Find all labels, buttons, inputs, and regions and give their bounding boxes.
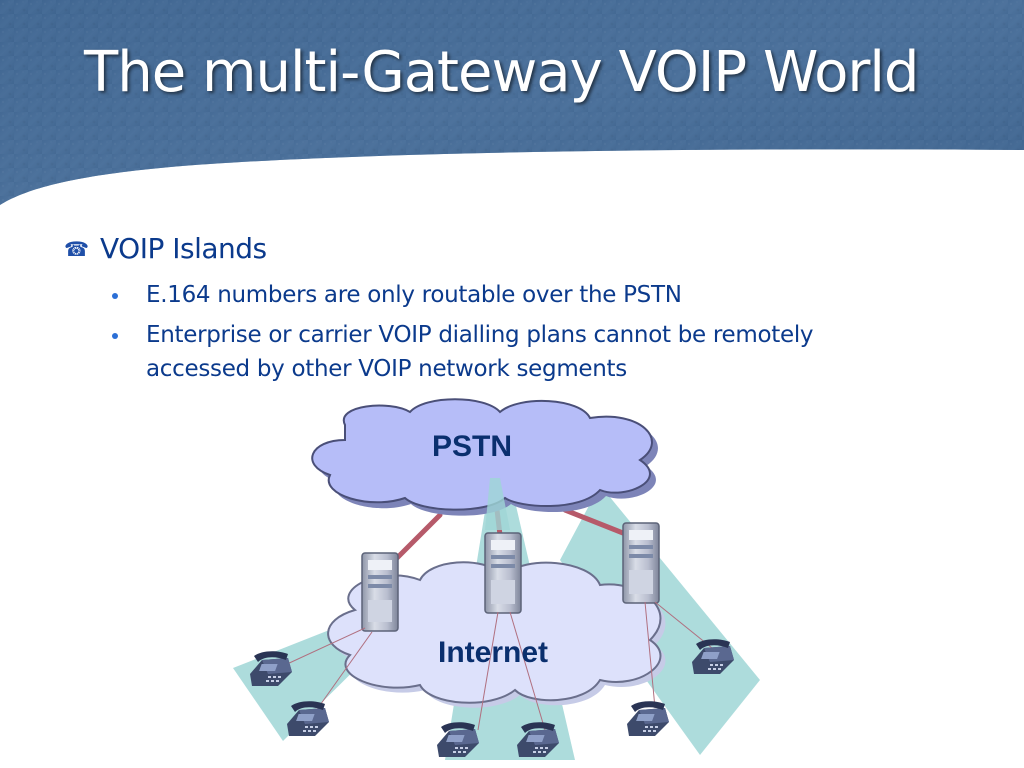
gateway-right bbox=[622, 522, 660, 604]
bullet-level2-text: Enterprise or carrier VOIP dialling plan… bbox=[146, 322, 814, 382]
bullet-level2-text: E.164 numbers are only routable over the… bbox=[146, 282, 682, 308]
phone-links bbox=[284, 601, 713, 731]
pstn-cloud bbox=[311, 398, 658, 516]
slide-title: The multi-Gateway VOIP World bbox=[84, 40, 919, 105]
coverage-cone-tip bbox=[485, 478, 510, 530]
telephone-bullet-icon: ☎ bbox=[64, 236, 89, 261]
bullet-dot-icon bbox=[112, 293, 118, 299]
bullet-level2-item: Enterprise or carrier VOIP dialling plan… bbox=[112, 318, 912, 386]
bullet-level1-text: VOIP Islands bbox=[100, 232, 267, 265]
phone-2-icon bbox=[287, 701, 329, 736]
bullet-level2-item: E.164 numbers are only routable over the… bbox=[112, 278, 912, 312]
phone-5-icon bbox=[627, 701, 669, 736]
bullet-level1: ☎ VOIP Islands bbox=[64, 232, 267, 265]
bullet-dot-icon bbox=[112, 333, 118, 339]
title-banner: The multi-Gateway VOIP World bbox=[0, 0, 1024, 210]
gateway-center bbox=[484, 532, 522, 614]
internet-label: Internet bbox=[438, 636, 549, 669]
pstn-label: PSTN bbox=[432, 430, 513, 463]
gateway-left bbox=[361, 552, 399, 632]
